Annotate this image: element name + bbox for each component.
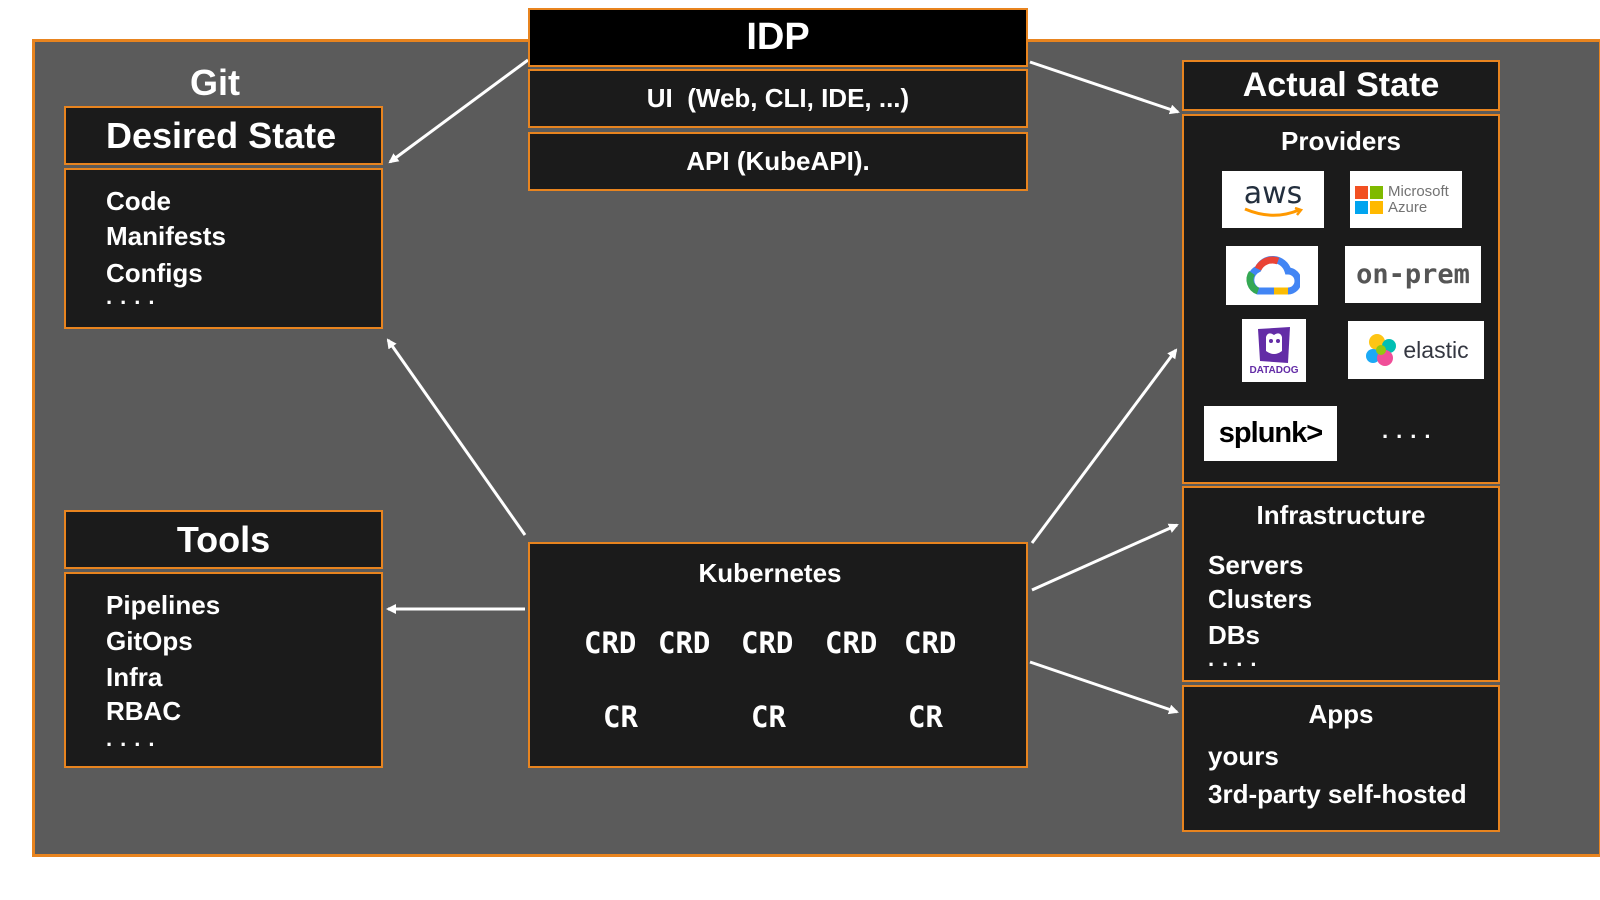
list-item: Pipelines: [106, 590, 221, 620]
datadog-logo: DATADOG: [1242, 319, 1306, 382]
cr-label: CR: [603, 700, 638, 734]
infrastructure-title: Infrastructure: [1256, 500, 1426, 530]
azure-logo: Microsoft Azure: [1350, 171, 1462, 228]
idp-ui-label: UI (Web, CLI, IDE, ...): [646, 83, 910, 113]
apps-box: Apps yours 3rd-party self-hosted: [1182, 685, 1500, 832]
list-item: yours: [1208, 741, 1279, 771]
datadog-dog-icon: [1258, 327, 1290, 363]
elastic-logo-text: elastic: [1403, 336, 1469, 363]
on-prem-logo-text: on-prem: [1356, 259, 1470, 290]
kubernetes-title: Kubernetes: [698, 558, 842, 588]
list-item: Servers: [1208, 550, 1304, 580]
tools-title: Tools: [176, 518, 271, 560]
splunk-logo-text: splunk>: [1218, 417, 1323, 449]
google-cloud-logo: [1226, 246, 1318, 305]
desired-state-title-box: Desired State: [64, 106, 383, 165]
list-item: Manifests: [106, 221, 226, 251]
elastic-cluster-icon: [1366, 334, 1397, 366]
list-item: RBAC: [106, 696, 182, 726]
crd-label: CRD: [584, 626, 637, 660]
list-item: 3rd-party self-hosted: [1208, 779, 1467, 809]
elastic-logo: elastic: [1348, 321, 1484, 379]
desired-state-list: Code Manifests Configs ....: [64, 168, 383, 329]
idp-title-box: IDP: [528, 8, 1028, 67]
actual-state-title: Actual State: [1242, 66, 1440, 104]
idp-api-box: API (KubeAPI).: [528, 132, 1028, 191]
providers-title: Providers: [1281, 126, 1401, 156]
arrow-k8s-to-infrastructure: [1031, 523, 1179, 592]
azure-logo-line1: Microsoft: [1388, 182, 1449, 200]
tools-title-box: Tools: [64, 510, 383, 569]
idp-api-label: API (KubeAPI).: [686, 146, 870, 176]
tools-list: Pipelines GitOps Infra RBAC ....: [64, 572, 383, 768]
microsoft-windows-icon: [1355, 185, 1383, 214]
crd-label: CRD: [658, 626, 711, 660]
list-item: Code: [106, 186, 171, 216]
apps-title: Apps: [1308, 699, 1374, 729]
list-item: Configs: [106, 258, 203, 288]
infrastructure-box: Infrastructure Servers Clusters DBs ....: [1182, 486, 1500, 682]
list-item: GitOps: [106, 626, 193, 656]
idp-ui-box: UI (Web, CLI, IDE, ...): [528, 69, 1028, 128]
google-cloud-icon: [1246, 255, 1300, 294]
aws-logo-text: aws: [1243, 175, 1303, 211]
desired-state-title: Desired State: [106, 114, 337, 156]
list-more: ....: [1208, 646, 1265, 671]
arrow-idp-to-actual-state: [1029, 60, 1180, 115]
crd-label: CRD: [904, 626, 957, 660]
list-item: Infra: [106, 662, 163, 692]
list-more: ....: [106, 726, 163, 751]
cr-label: CR: [751, 700, 786, 734]
crd-label: CRD: [741, 626, 794, 660]
azure-logo-line2: Azure: [1388, 198, 1428, 216]
arrow-k8s-to-git: [386, 338, 527, 536]
cr-label: CR: [908, 700, 943, 734]
splunk-logo: splunk>: [1204, 406, 1337, 461]
crd-label: CRD: [825, 626, 878, 660]
on-prem-logo: on-prem: [1345, 246, 1481, 303]
arrow-k8s-to-providers: [1030, 348, 1178, 544]
idp-title: IDP: [746, 16, 810, 58]
datadog-logo-text: DATADOG: [1249, 365, 1299, 376]
list-more: ....: [106, 284, 163, 309]
git-label: Git: [190, 62, 240, 103]
providers-box: Providers aws Microsoft Azure on-prem: [1182, 114, 1500, 484]
providers-more: ....: [1382, 418, 1439, 443]
list-item: DBs: [1208, 620, 1261, 650]
aws-logo: aws: [1222, 171, 1324, 228]
kubernetes-box: Kubernetes CRD CRD CRD CRD CRD CR CR CR: [528, 542, 1028, 768]
list-item: Clusters: [1208, 584, 1313, 614]
arrow-k8s-to-apps: [1029, 660, 1179, 715]
arrow-idp-to-git: [388, 58, 529, 164]
aws-smile-icon: [1244, 206, 1304, 217]
actual-state-title-box: Actual State: [1182, 60, 1500, 111]
